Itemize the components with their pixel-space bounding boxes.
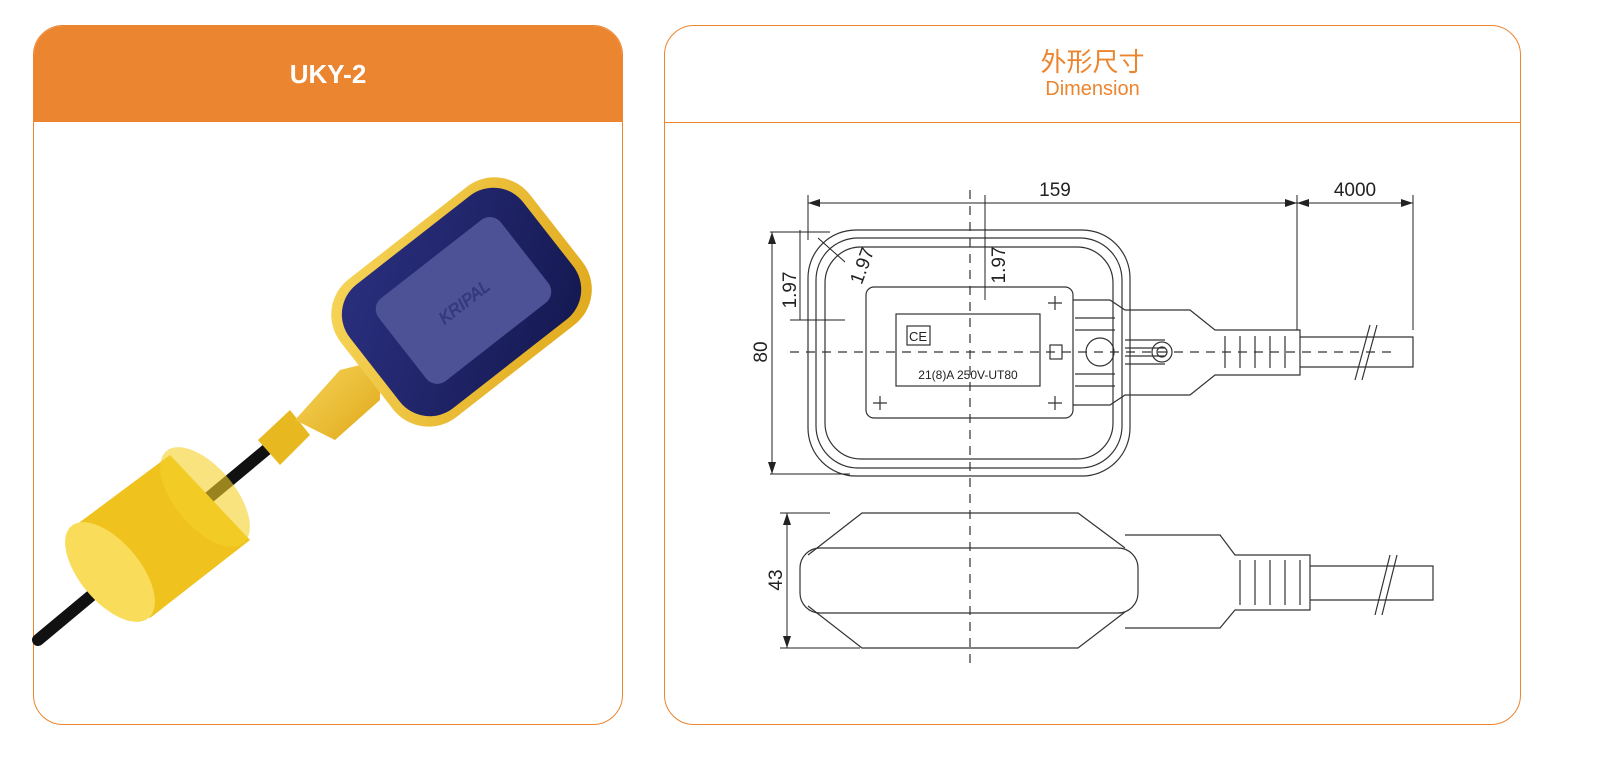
float-body: KRIPAL [331,177,592,427]
dim-cable: 4000 [1334,180,1376,201]
top-view [807,229,1414,477]
dimension-lines [770,195,1414,649]
side-view [799,512,1434,649]
dimension-title-en: Dimension [1045,78,1140,100]
counterweight [65,447,250,622]
dimension-title-cn: 外形尺寸 [1040,47,1145,77]
dim-wall-b: 1.97 [989,247,1010,284]
center-lines [790,190,1395,665]
dimension-header: 外形尺寸 Dimension [665,26,1520,123]
cable-gland [258,360,380,465]
dim-thickness: 43 [766,569,787,590]
dim-wall-a: 1.97 [780,272,801,309]
product-title: UKY-2 [34,26,622,122]
rating-label: 21(8)A 250V-UT80 [918,368,1018,382]
dim-height: 80 [751,341,772,362]
dim-wall-c: 1.97 [847,245,879,287]
dim-length: 159 [1039,180,1071,201]
ce-mark: CE [909,329,927,344]
arrowheads [768,199,1413,648]
